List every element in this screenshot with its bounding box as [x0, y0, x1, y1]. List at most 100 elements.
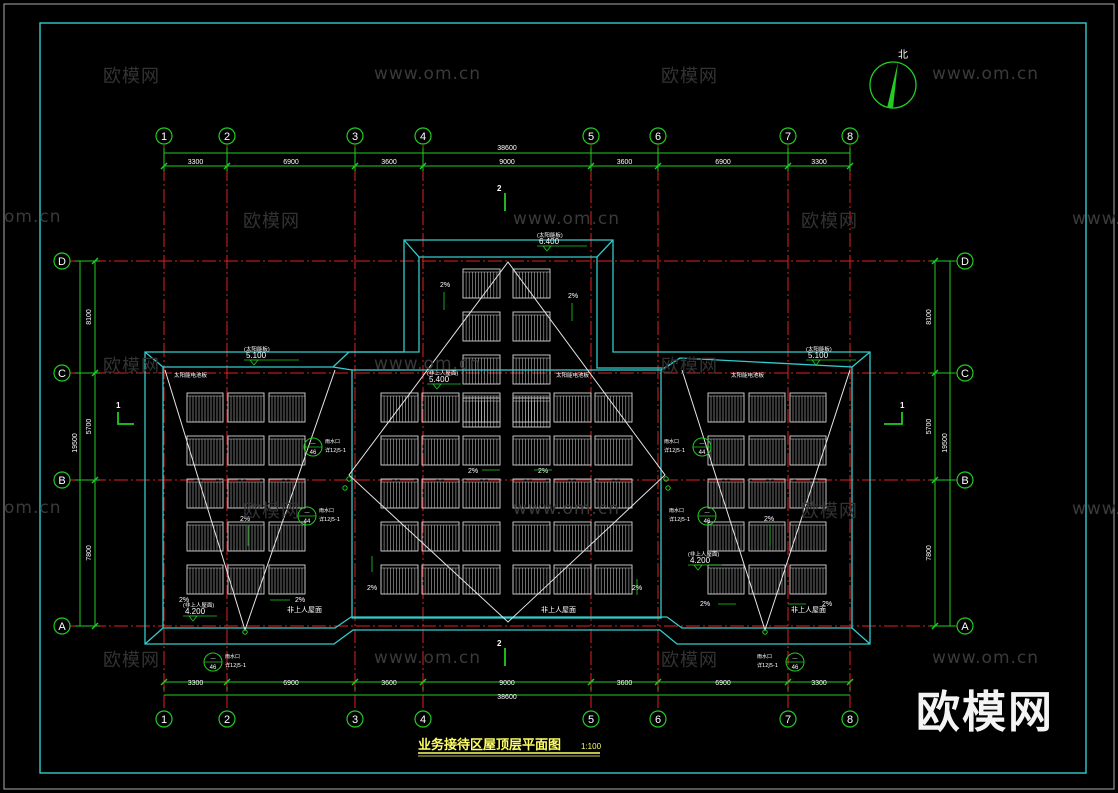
- watermark-cn-10: 欧模网: [661, 650, 718, 671]
- roof-drain: [242, 629, 248, 635]
- annotation-text: (太阳能板)6.400(非上人屋面)5.400(太阳能板)5.100(太阳能板)…: [116, 184, 905, 672]
- section-mark-label: 1: [900, 401, 905, 410]
- drain-label: 雨水口: [664, 438, 679, 445]
- solar-panel: [268, 564, 306, 595]
- axis-label-5: 5: [588, 714, 594, 726]
- drain-detail-number: 44: [699, 450, 706, 456]
- solar-panel: [186, 435, 224, 466]
- section-mark-label: 1: [116, 401, 121, 410]
- drain-ref: 详12J5-1: [325, 447, 346, 454]
- solar-panel: [421, 478, 460, 509]
- watermark-en-6: www.om.cn: [374, 354, 482, 374]
- level-marker: [432, 383, 442, 390]
- level-value: 6.400: [539, 237, 560, 246]
- title-text: 业务接待区屋顶层平面图: [418, 737, 561, 753]
- dim-x-5: 6900: [715, 680, 731, 687]
- axis-label-3: 3: [352, 131, 358, 143]
- solar-panel: [748, 435, 786, 466]
- sheet-border: [3, 3, 1115, 790]
- axis-label-6: 6: [655, 131, 661, 143]
- solar-panel: [748, 478, 786, 509]
- axis-bubble-3: [346, 127, 364, 145]
- brand-logo-text: 欧模网: [916, 687, 1054, 738]
- dim-slash-x: [654, 162, 662, 170]
- drain-ref: 详12J5-1: [225, 662, 246, 669]
- slope-label: 2%: [568, 293, 578, 300]
- solar-panel: [707, 478, 745, 509]
- drain-detail-number: 44: [304, 519, 311, 525]
- solar-panel: [380, 435, 419, 466]
- roof-ridge-lines: [164, 261, 851, 632]
- solar-panel: [789, 435, 827, 466]
- solar-panel: [186, 521, 224, 552]
- axis-label-D: D: [961, 256, 969, 268]
- title-scale: 1:100: [581, 742, 602, 751]
- dim-x-0: 3300: [188, 159, 204, 166]
- watermark-cn-8: 欧模网: [801, 501, 858, 522]
- solar-panel: [421, 435, 460, 466]
- dim-y-0: 8100: [86, 309, 93, 325]
- solar-panel: [227, 392, 265, 423]
- dim-slash-x: [223, 678, 231, 686]
- axis-bubble-B: [956, 471, 974, 489]
- watermark-cn-4: 欧模网: [801, 211, 858, 232]
- solar-panel: [553, 478, 592, 509]
- solar-panel: [380, 564, 419, 595]
- drain-ref: 详12J5-1: [757, 662, 778, 669]
- slope-label: 2%: [468, 468, 478, 475]
- solar-panel: [512, 564, 551, 595]
- roof-label-left: 非上人屋面: [287, 605, 322, 614]
- axis-label-A: A: [58, 621, 66, 633]
- axis-label-8: 8: [847, 131, 853, 143]
- level-note: (非上人屋面): [427, 369, 458, 377]
- drain-label: 雨水口: [225, 653, 240, 660]
- level-value: 4.200: [690, 556, 711, 565]
- watermark-cn-3: 欧模网: [243, 211, 300, 232]
- dim-slash-y: [91, 257, 99, 265]
- axis-label-2: 2: [224, 714, 230, 726]
- solar-panel: [462, 521, 501, 552]
- solar-panel: [553, 435, 592, 466]
- solar-label-center: 太阳能电池板: [556, 371, 590, 379]
- dim-x-6: 3300: [811, 159, 827, 166]
- roof-drain: [346, 476, 352, 482]
- watermark-en-1: www.om.cn: [374, 64, 482, 84]
- level-note: (太阳能板): [244, 345, 270, 353]
- roof-label-center: 非上人屋面: [541, 605, 576, 614]
- dim-x-4: 3600: [617, 680, 633, 687]
- drain-label: 雨水口: [757, 653, 772, 660]
- watermark-cn-7: 欧模网: [243, 501, 300, 522]
- axis-label-C: C: [961, 368, 969, 380]
- dim-y-1: 5700: [86, 419, 93, 435]
- axis-label-7: 7: [785, 714, 791, 726]
- solar-panel: [512, 435, 551, 466]
- solar-panel: [421, 521, 460, 552]
- level-note: (太阳能板): [537, 231, 563, 239]
- level-note: (非上人屋面): [183, 601, 214, 609]
- level-marker: [249, 359, 259, 366]
- slope-label: 2%: [367, 585, 377, 592]
- level-marker: [811, 359, 821, 366]
- axis-label-8: 8: [847, 714, 853, 726]
- axis-bubble-8: [841, 710, 859, 728]
- dim-slash-x: [419, 162, 427, 170]
- axis-bubble-2: [218, 127, 236, 145]
- solar-panel-array: [186, 268, 827, 595]
- drain-detail-sheet: —: [705, 510, 710, 516]
- axis-bubble-B: [53, 471, 71, 489]
- solar-panel: [594, 478, 633, 509]
- drain-detail-number: 46: [792, 665, 799, 671]
- drawing-title: 业务接待区屋顶层平面图 1:100: [418, 737, 602, 757]
- solar-panel: [380, 478, 419, 509]
- solar-panel: [421, 392, 460, 423]
- dim-slash-x: [223, 162, 231, 170]
- level-value: 4.200: [185, 607, 206, 616]
- roof-label-right: 非上人屋面: [791, 605, 826, 614]
- axis-bubble-4: [414, 710, 432, 728]
- dim-slash-x: [160, 678, 168, 686]
- drain-ref: 详12J5-1: [669, 516, 690, 523]
- drawing-frame: [39, 22, 1087, 774]
- drain-detail-number: 46: [704, 519, 711, 525]
